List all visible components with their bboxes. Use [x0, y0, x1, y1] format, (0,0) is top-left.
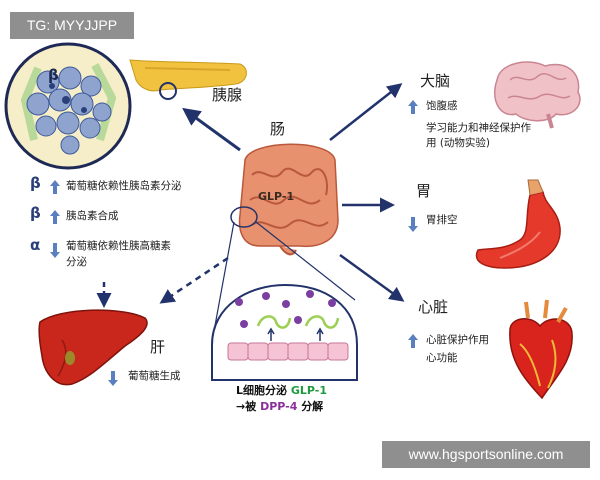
caption-by-text: →被 [236, 400, 257, 413]
decrease-arrow-icon [50, 243, 60, 258]
neuroprotection-text-line2: 用 (动物实验) [426, 137, 491, 149]
islet-closeup [4, 42, 132, 170]
zoom-line-right [255, 221, 356, 301]
decrease-arrow-icon [108, 371, 118, 386]
increase-arrow-icon [50, 180, 60, 194]
caption-line1: L细胞分泌 GLP-1 [236, 382, 327, 398]
arrow-to-pancreas [182, 107, 241, 152]
increase-arrow-icon [408, 100, 418, 114]
satiety-text: 饱腹感 [426, 100, 458, 112]
glucagon-text-line2: 分泌 [66, 256, 87, 268]
glucagon-text-line1: 葡萄糖依赖性胰高糖素 [66, 240, 171, 252]
caption-dpp4-text: DPP-4 [260, 400, 298, 413]
cardioprotection-text: 心脏保护作用 [426, 334, 489, 346]
beta-cell-label: β [48, 66, 59, 84]
stomach-illustration [475, 179, 561, 269]
caption-degrade-text: 分解 [301, 400, 324, 413]
watermark-top: TG: MYYJJPP [10, 12, 134, 39]
liver-label: 肝 [150, 338, 166, 356]
increase-arrow-icon [50, 210, 60, 224]
insulin-secretion-text: 葡萄糖依赖性胰岛素分泌 [66, 180, 182, 192]
heart-label: 心脏 [418, 298, 449, 316]
arrow-to-brain [329, 83, 403, 141]
insulin-synthesis-text: 胰岛素合成 [66, 210, 119, 222]
brain-illustration [494, 61, 581, 129]
beta-symbol-2: β [30, 204, 41, 222]
neuroprotection-text-line1: 学习能力和神经保护作 [426, 122, 531, 134]
watermark-bottom: www.hgsportsonline.com [382, 441, 590, 468]
brain-label: 大脑 [420, 72, 451, 90]
caption-lcell-text: L细胞分泌 [236, 384, 288, 397]
gastric-emptying-text: 胃排空 [426, 214, 458, 226]
arrow-to-heart [339, 253, 405, 302]
increase-arrow-icon [408, 334, 418, 348]
l-cell-panel [211, 283, 358, 381]
liver-illustration [38, 309, 148, 386]
caption-glp1-text: GLP-1 [290, 384, 327, 397]
alpha-symbol: α [30, 236, 41, 254]
decrease-arrow-icon [408, 217, 418, 232]
intestine-illustration [230, 143, 339, 256]
intestine-label: 肠 [270, 120, 286, 138]
heart-illustration [509, 299, 573, 400]
pancreas-illustration [129, 59, 247, 100]
stomach-label: 胃 [416, 182, 432, 200]
arrow-to-liver [159, 256, 229, 304]
caption-line2: →被 DPP-4 分解 [236, 398, 323, 414]
glp1-center-label: GLP-1 [258, 190, 295, 203]
gluconeogenesis-text: 葡萄糖生成 [128, 370, 181, 382]
pancreas-label: 胰腺 [212, 86, 243, 104]
cardiac-function-text: 心功能 [426, 352, 458, 364]
beta-symbol-1: β [30, 174, 41, 192]
